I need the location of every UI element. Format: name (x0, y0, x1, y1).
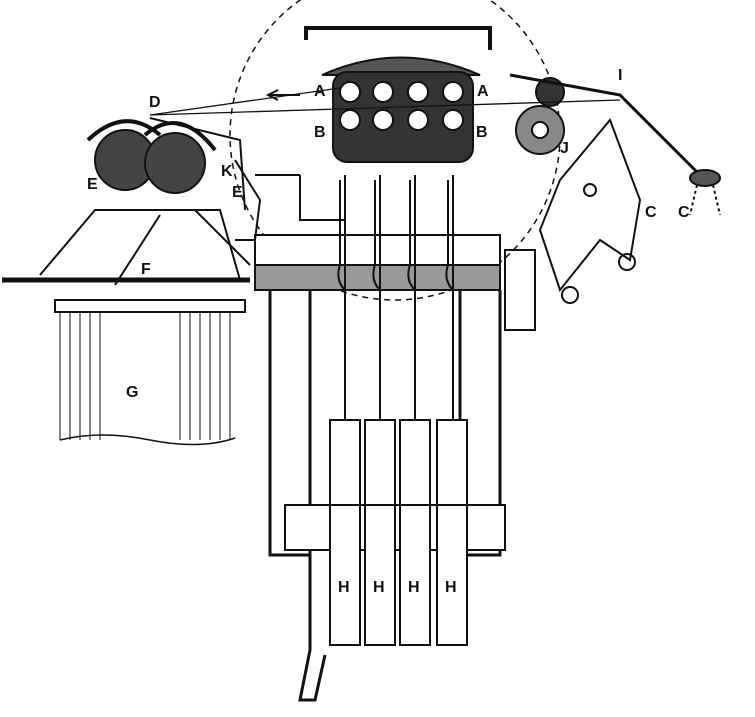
right-lever (509, 73, 702, 177)
treadle-rod (298, 555, 327, 702)
bracket-k (234, 159, 345, 241)
harness-block-fronts (329, 504, 468, 646)
roller-housing (332, 71, 474, 163)
label-c-right: C (678, 204, 690, 221)
label-b-left: B (314, 124, 326, 141)
top-block (321, 56, 481, 76)
c-guide (689, 169, 721, 187)
label-b-right: B (476, 124, 488, 141)
lever-d (149, 117, 246, 211)
hood-f (39, 209, 251, 286)
label-e-left: E (87, 176, 98, 193)
label-h-4: H (444, 579, 458, 596)
thread-line (149, 87, 621, 116)
label-h-2: H (372, 579, 386, 596)
top-bracket (304, 26, 492, 50)
harness-cords (337, 175, 454, 420)
main-frame-top (254, 234, 501, 266)
label-d: D (149, 94, 161, 111)
label-a-left: A (314, 83, 326, 100)
label-a-right: A (477, 83, 489, 100)
label-k: K (221, 163, 233, 180)
can-g (54, 299, 246, 313)
can-g-body (59, 312, 236, 446)
label-g: G (126, 384, 139, 401)
label-h-3: H (407, 579, 421, 596)
label-h-1: H (337, 579, 351, 596)
small-rollers (339, 81, 464, 131)
roller-e-right (144, 132, 206, 194)
label-i: I (618, 67, 623, 84)
label-c-left: C (645, 204, 657, 221)
label-e-right: E (232, 184, 243, 201)
right-frame (538, 118, 642, 293)
label-j: J (560, 140, 569, 157)
label-f: F (141, 261, 151, 278)
side-bracket (504, 249, 536, 331)
